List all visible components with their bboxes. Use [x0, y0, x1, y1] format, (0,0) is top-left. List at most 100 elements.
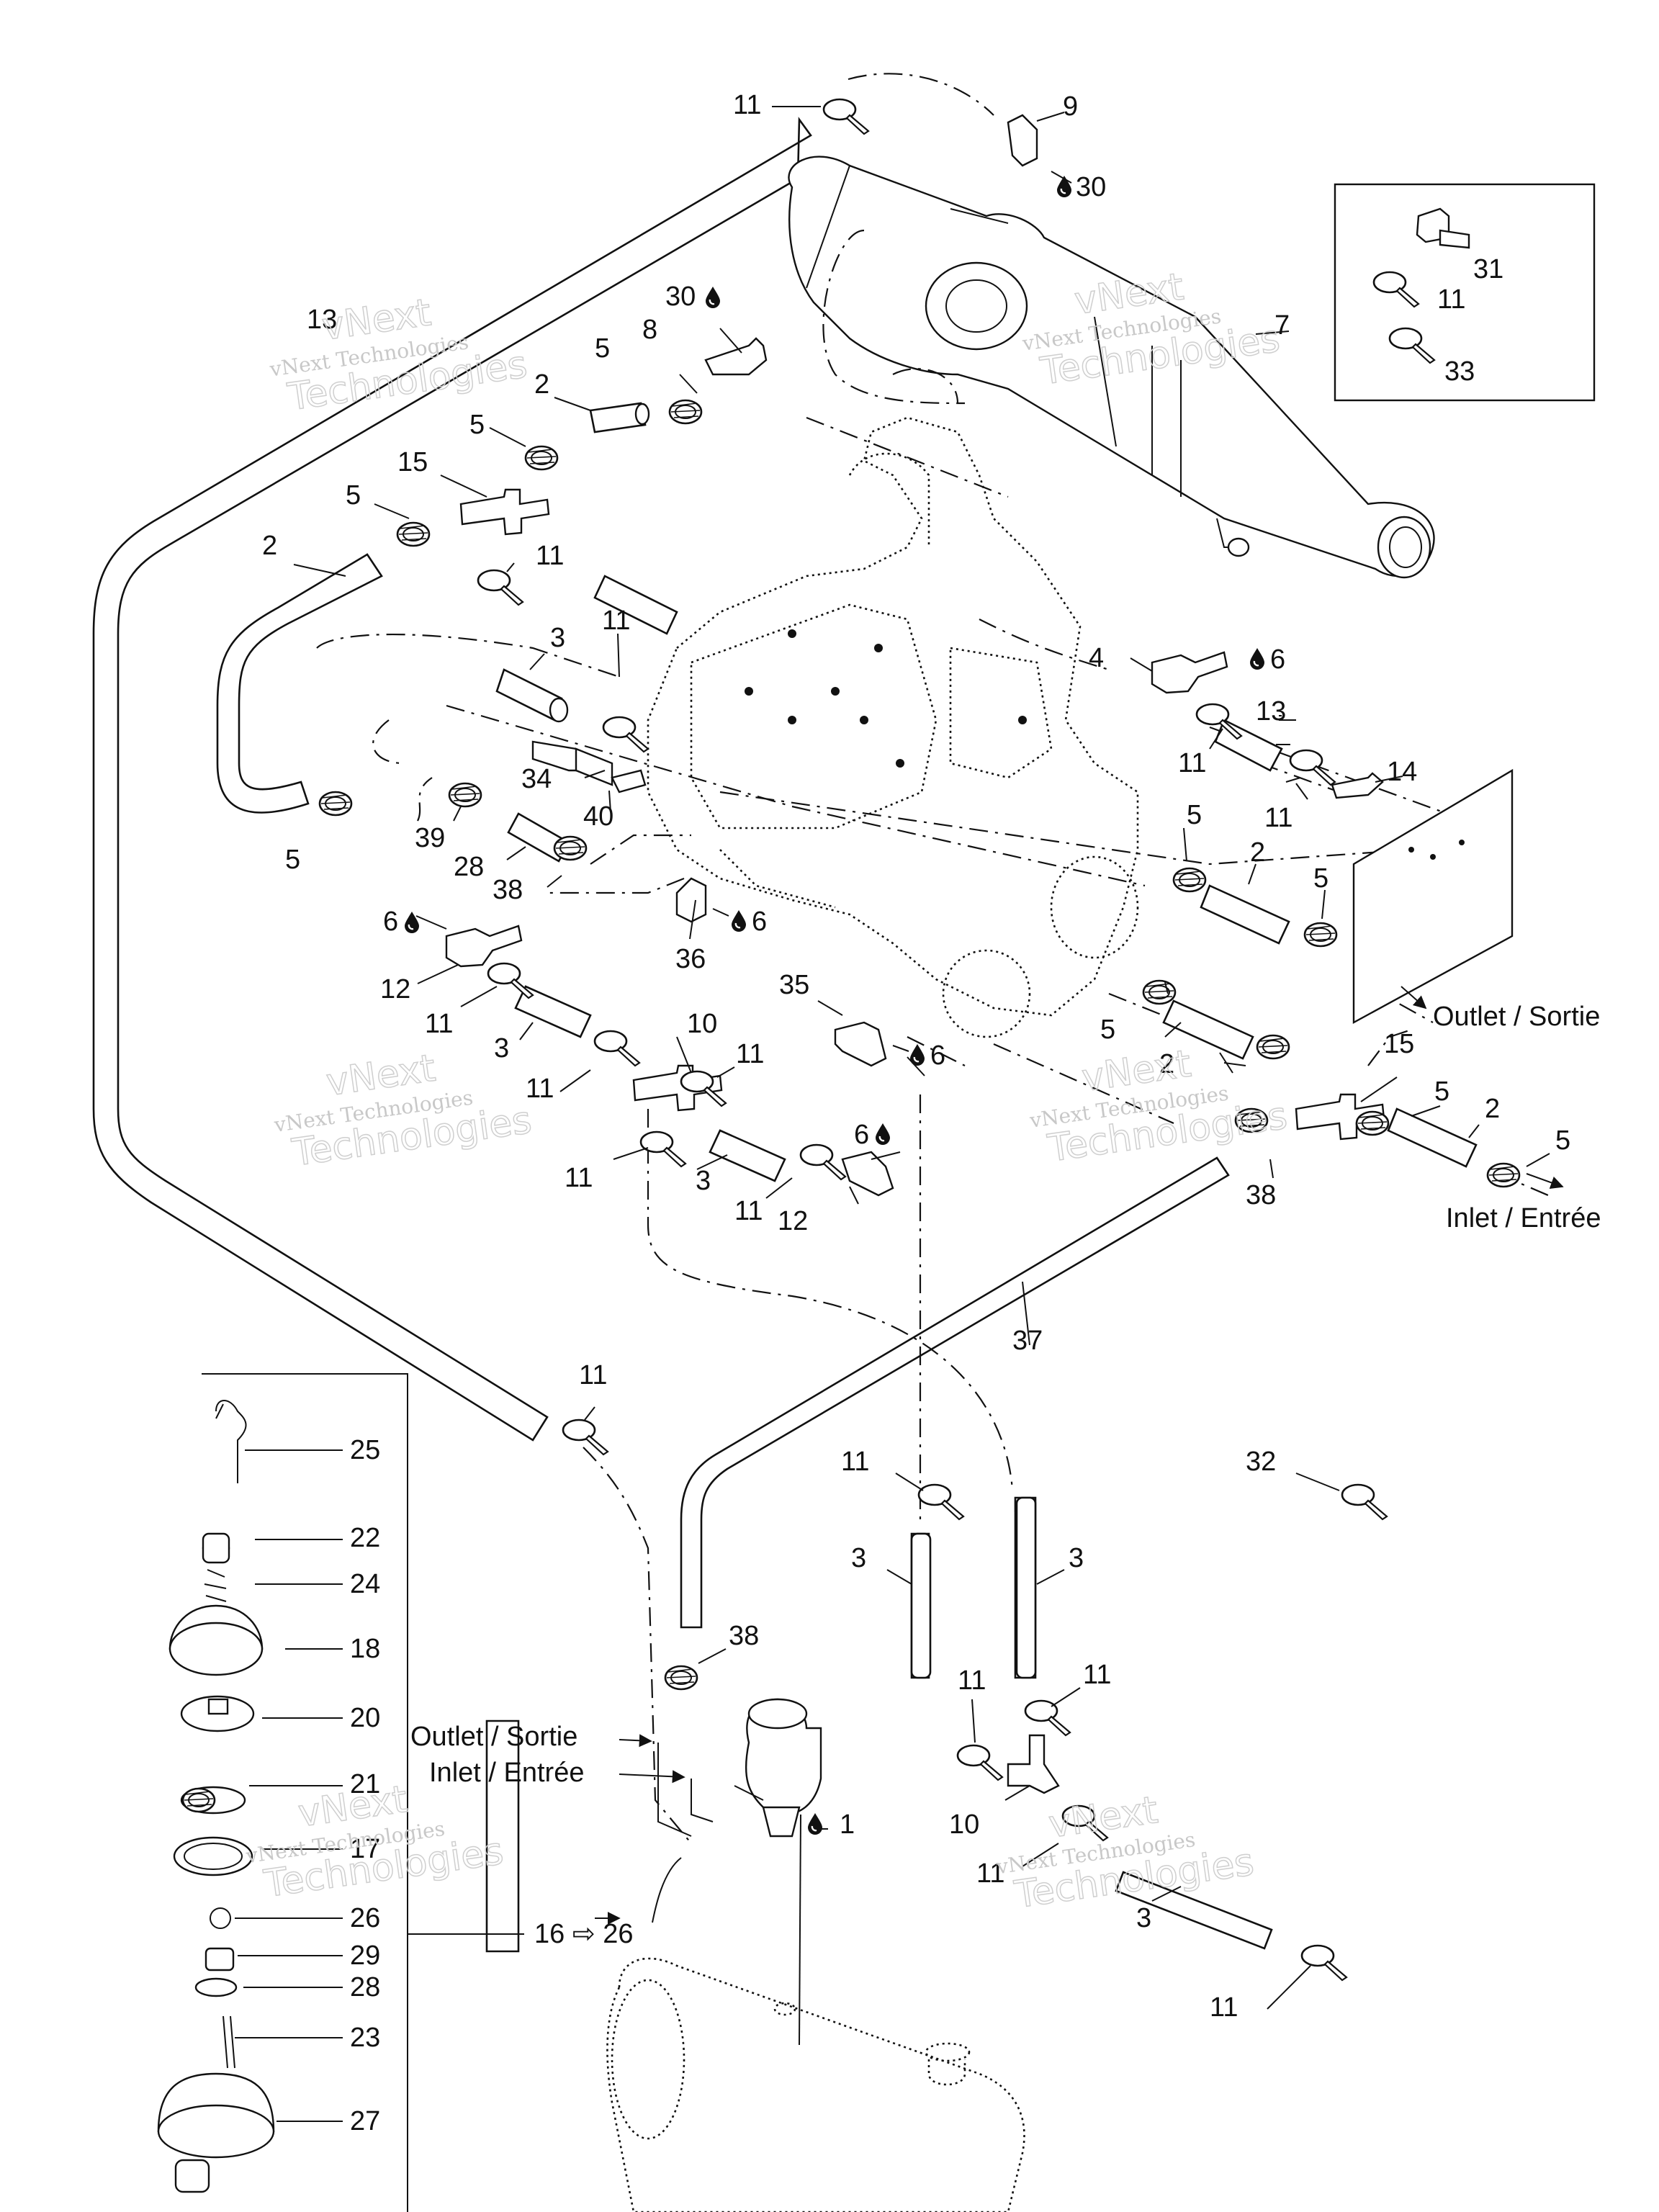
- label-26: 26: [350, 1903, 380, 1933]
- label-39: 39: [415, 823, 445, 853]
- label-17: 17: [350, 1834, 380, 1864]
- label-3-c: 3: [696, 1166, 711, 1196]
- watermarks: vNext vNext Technologies Technologies vN…: [244, 265, 1290, 1917]
- label-7: 7: [1274, 310, 1290, 341]
- label-3-f: 3: [1136, 1903, 1151, 1933]
- label-11-o: 11: [1210, 1992, 1238, 2023]
- label-2-c: 2: [1250, 837, 1265, 868]
- label-32: 32: [1246, 1447, 1276, 1477]
- muffler-7: [788, 156, 1435, 579]
- detail-box: [1334, 183, 1596, 402]
- label-34: 34: [521, 764, 552, 794]
- tank: [606, 1957, 1025, 2212]
- label-5-d: 5: [285, 845, 300, 875]
- drop-icon: [403, 910, 421, 935]
- detail-bracket: [202, 1373, 408, 2212]
- label-36: 36: [675, 944, 706, 974]
- label-5-b: 5: [469, 410, 485, 440]
- label-12-b: 12: [778, 1206, 808, 1236]
- label-35: 35: [779, 970, 809, 1000]
- label-28-a: 28: [454, 852, 484, 882]
- drop-icon: [806, 1812, 824, 1836]
- label-11-b: 11: [602, 606, 630, 636]
- label-8: 8: [642, 315, 657, 345]
- label-15-b: 15: [1384, 1029, 1414, 1059]
- label-11-c: 11: [1178, 748, 1206, 778]
- label-30-mid: 30: [665, 282, 696, 312]
- cap-assembly: [157, 1400, 275, 2193]
- label-5-e: 5: [1187, 800, 1202, 830]
- label-38-c: 38: [729, 1621, 759, 1651]
- label-4: 4: [1089, 643, 1104, 673]
- label-37: 37: [1012, 1326, 1043, 1356]
- label-5-i: 5: [1555, 1125, 1570, 1156]
- label-20: 20: [350, 1703, 380, 1733]
- label-25: 25: [350, 1435, 380, 1465]
- label-11-f: 11: [526, 1074, 554, 1104]
- label-14: 14: [1387, 757, 1417, 787]
- flow-labels: Outlet / Sortie Inlet / Entrée Outlet / …: [410, 1002, 1601, 1788]
- label-33: 33: [1444, 356, 1475, 387]
- label-27: 27: [350, 2106, 380, 2136]
- label-11-box: 11: [1437, 284, 1465, 315]
- label-2-a: 2: [534, 369, 549, 400]
- label-18: 18: [350, 1634, 380, 1664]
- label-11-i: 11: [734, 1196, 763, 1226]
- label-5-h: 5: [1434, 1076, 1449, 1107]
- label-11-top: 11: [733, 90, 761, 120]
- label-12-a: 12: [380, 974, 410, 1004]
- label-38-b: 38: [1246, 1180, 1276, 1210]
- label-11-d: 11: [1264, 803, 1292, 833]
- drop-icon: [730, 909, 747, 933]
- label-6-d: 6: [930, 1040, 945, 1071]
- drop-icon: [1249, 647, 1266, 671]
- label-11-n: 11: [976, 1858, 1004, 1889]
- label-38-a: 38: [493, 875, 523, 905]
- engine-block: [647, 416, 1139, 1038]
- label-11-g: 11: [736, 1039, 764, 1069]
- label-3-e: 3: [1069, 1543, 1084, 1573]
- drop-icon: [704, 285, 721, 310]
- label-6-e: 6: [854, 1120, 869, 1150]
- label-11-a: 11: [536, 541, 564, 571]
- label-11-m: 11: [1083, 1660, 1111, 1690]
- label-3-a: 3: [550, 623, 565, 653]
- label-21: 21: [350, 1769, 380, 1799]
- label-3-d: 3: [851, 1543, 866, 1573]
- label-13-b: 13: [1256, 696, 1286, 727]
- label-9: 9: [1063, 91, 1078, 122]
- label-16-26: 16 ⇨ 26: [534, 1919, 634, 1949]
- label-2-e: 2: [1485, 1094, 1500, 1124]
- inlet-label-right: Inlet / Entrée: [1446, 1203, 1601, 1233]
- outlet-label-left: Outlet / Sortie: [410, 1722, 577, 1752]
- label-5-g: 5: [1100, 1015, 1115, 1045]
- label-24: 24: [350, 1569, 380, 1599]
- label-11-j: 11: [579, 1360, 607, 1390]
- label-3-b: 3: [494, 1033, 509, 1064]
- label-13-top: 13: [307, 305, 337, 335]
- label-5-c: 5: [346, 480, 361, 511]
- drop-icon: [1056, 174, 1073, 199]
- label-6-c: 6: [752, 907, 767, 937]
- label-6-a: 6: [1270, 644, 1285, 675]
- label-22: 22: [350, 1523, 380, 1553]
- label-10-b: 10: [949, 1809, 979, 1840]
- reservoir: [734, 1698, 822, 1838]
- label-5-a: 5: [595, 333, 610, 364]
- label-1: 1: [840, 1809, 855, 1840]
- line-art: [92, 73, 1596, 2212]
- label-2-b: 2: [262, 531, 277, 561]
- label-6-b: 6: [383, 907, 398, 937]
- label-31: 31: [1473, 254, 1503, 284]
- label-10-a: 10: [687, 1009, 717, 1039]
- label-5-f: 5: [1313, 863, 1328, 894]
- label-40: 40: [583, 801, 613, 832]
- label-11-h: 11: [565, 1163, 593, 1193]
- part-labels: 11 9 30 13 30 8 5 2 5 15 5 2 11 3 11 7 3…: [262, 90, 1570, 2136]
- label-15-a: 15: [397, 447, 428, 477]
- label-29: 29: [350, 1941, 380, 1971]
- label-11-k: 11: [841, 1447, 869, 1477]
- drop-icon: [909, 1043, 926, 1067]
- label-28-b: 28: [350, 1972, 380, 2002]
- label-30-top: 30: [1076, 172, 1106, 202]
